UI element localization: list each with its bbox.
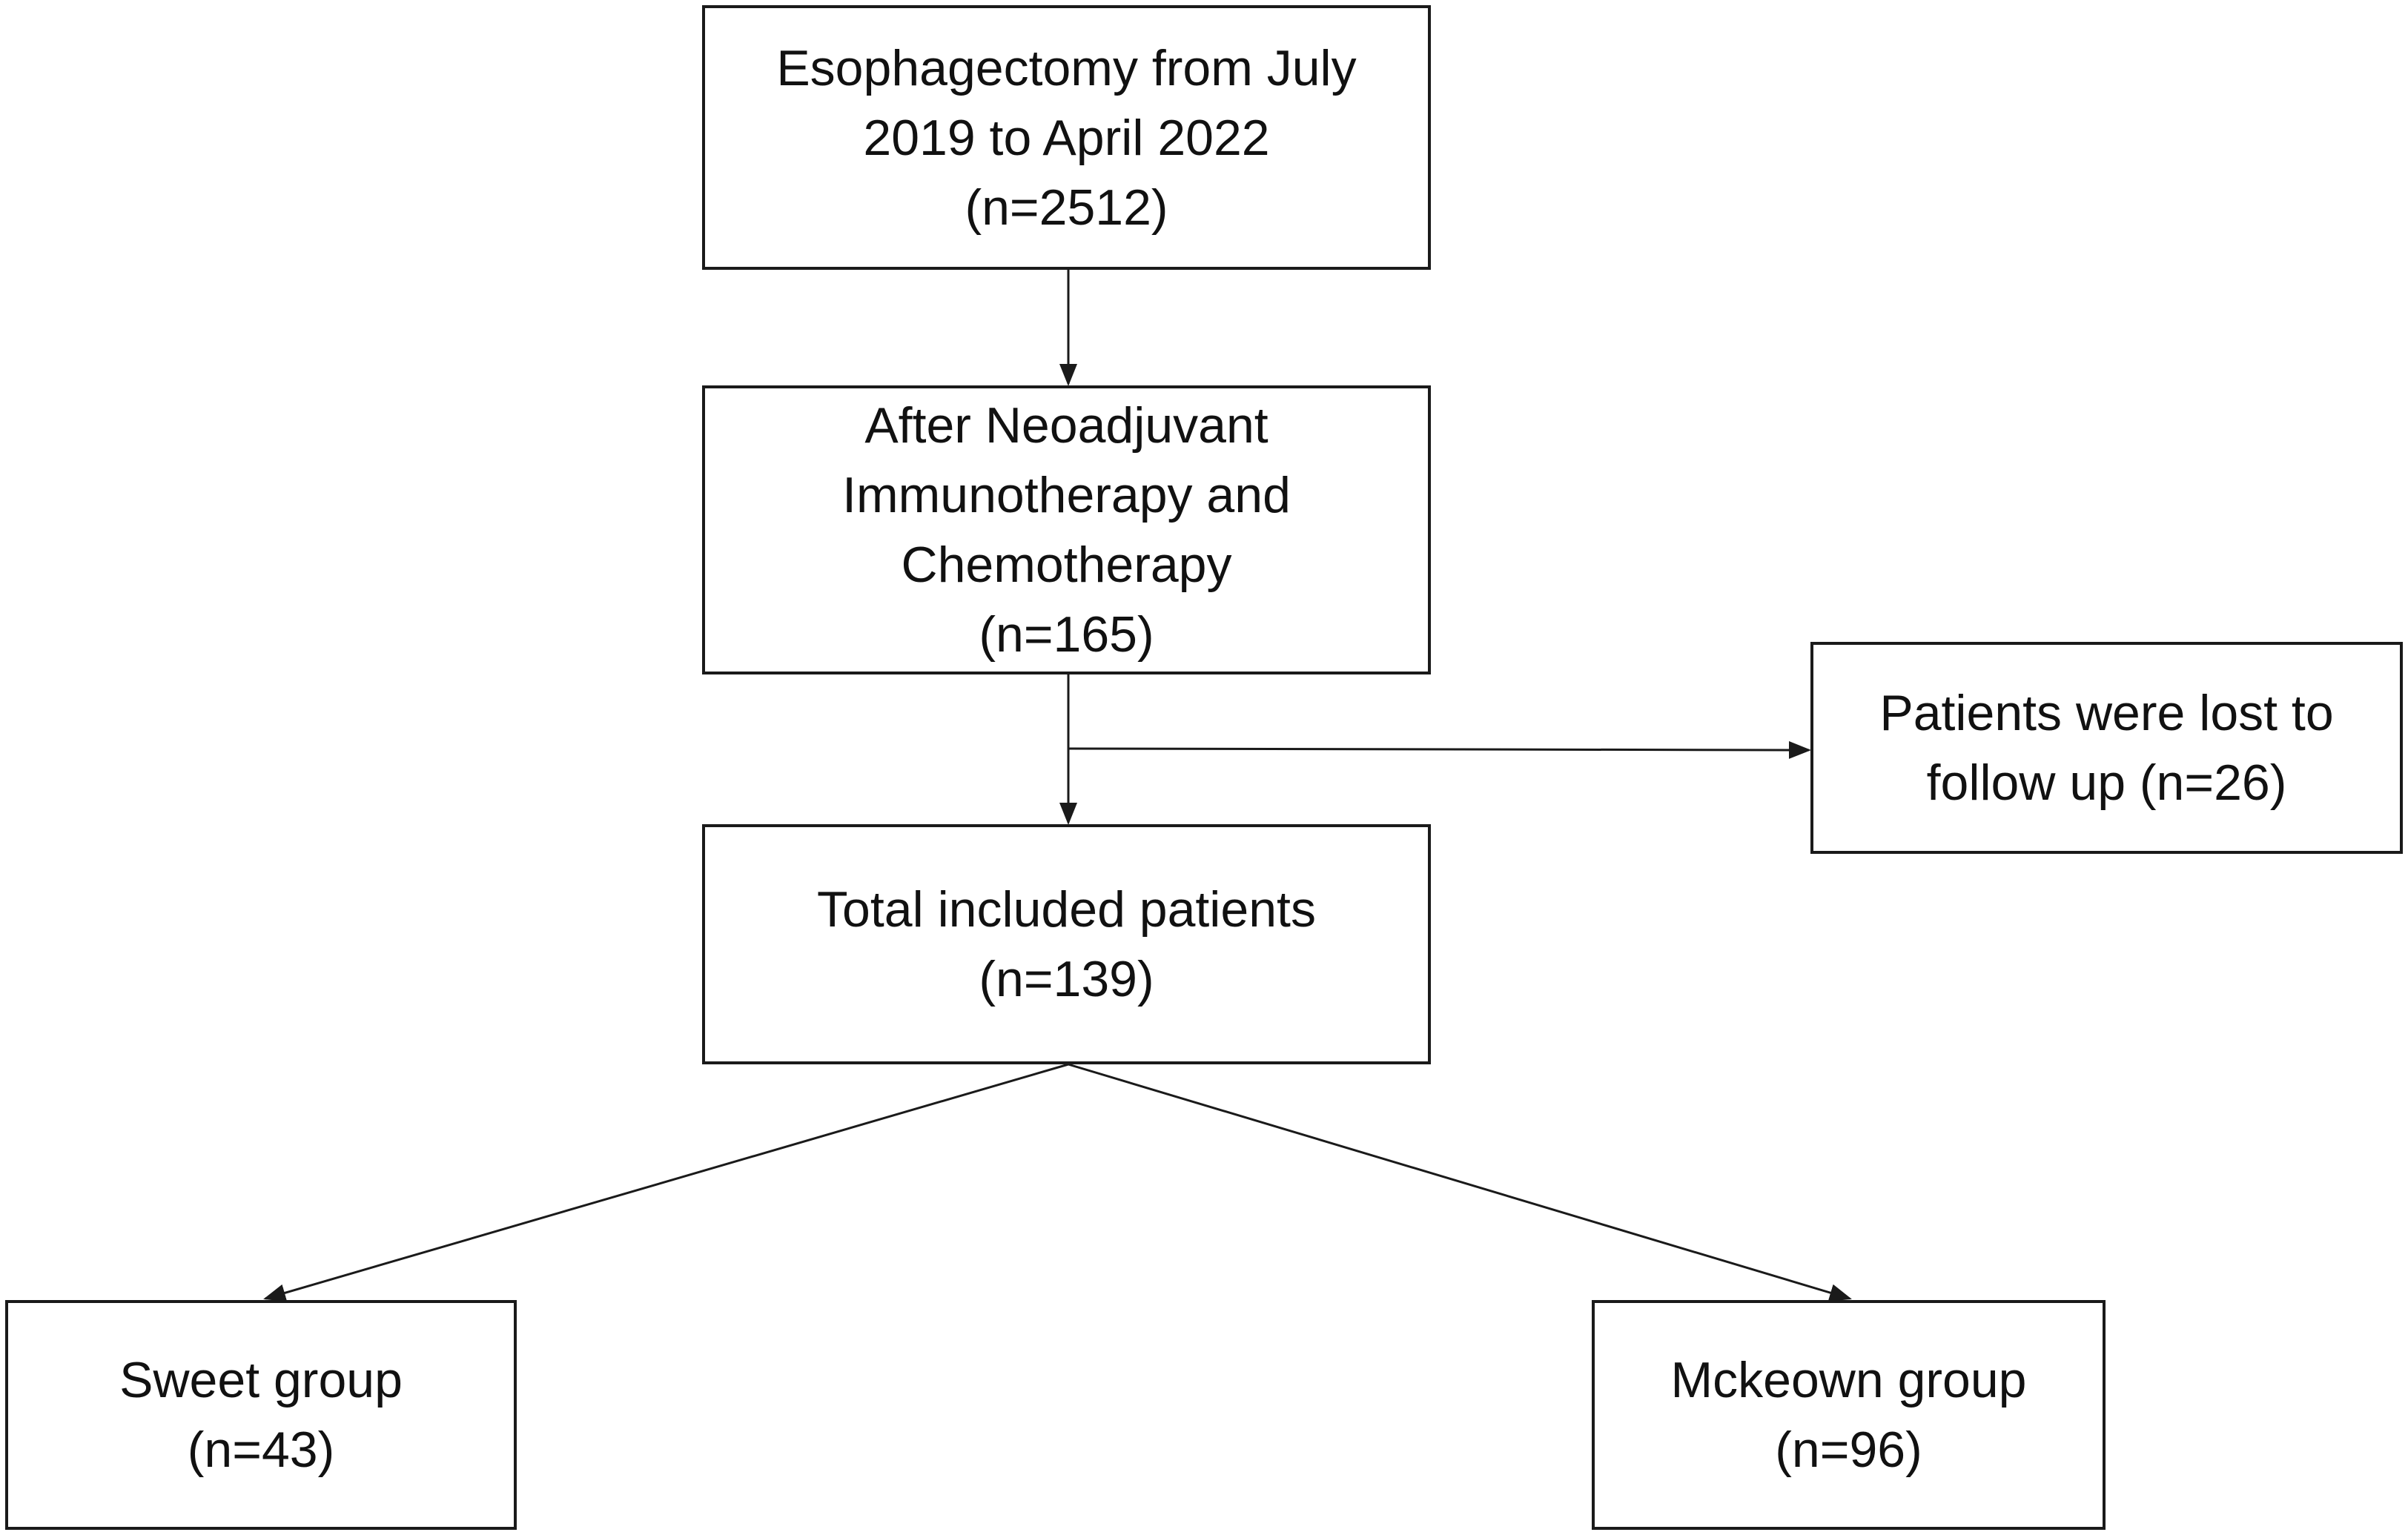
box-lost-line-2: follow up (n=26) — [1926, 755, 2287, 811]
box-sweet-line-1: Sweet group — [119, 1352, 403, 1408]
box-esophagectomy: Esophagectomy from July 2019 to April 20… — [702, 5, 1431, 270]
box-sweet-line-2: (n=43) — [187, 1422, 335, 1478]
box-neoadjuvant-line-2: Immunotherapy and — [842, 467, 1291, 523]
box-lost-line-1: Patients were lost to — [1879, 685, 2334, 741]
box-esophagectomy-line-1: Esophagectomy from July — [776, 39, 1357, 96]
box-esophagectomy-line-2: 2019 to April 2022 — [863, 109, 1270, 166]
box-total-included: Total included patients (n=139) — [702, 824, 1431, 1064]
arrow-included-to-sweet — [263, 1063, 1069, 1302]
box-included-line-2: (n=139) — [979, 951, 1154, 1007]
box-neoadjuvant-line-1: After Neoadjuvant — [864, 397, 1268, 454]
box-mckeown-group: Mckeown group (n=96) — [1592, 1300, 2106, 1530]
box-neoadjuvant: After Neoadjuvant Immunotherapy and Chem… — [702, 385, 1431, 674]
box-neoadjuvant-line-3: Chemotherapy — [901, 537, 1232, 593]
box-esophagectomy-line-3: (n=2512) — [965, 179, 1168, 236]
box-mckeown-line-1: Mckeown group — [1670, 1352, 2027, 1408]
box-mckeown-line-2: (n=96) — [1775, 1422, 1922, 1478]
box-neoadjuvant-line-4: (n=165) — [979, 606, 1154, 663]
box-sweet-group: Sweet group (n=43) — [5, 1300, 517, 1530]
box-included-line-1: Total included patients — [817, 881, 1316, 938]
arrow-to-lost-follow-up — [1068, 740, 1811, 759]
arrow-included-to-mckeown — [1068, 1063, 1852, 1302]
box-lost-to-follow-up: Patients were lost to follow up (n=26) — [1810, 642, 2403, 854]
